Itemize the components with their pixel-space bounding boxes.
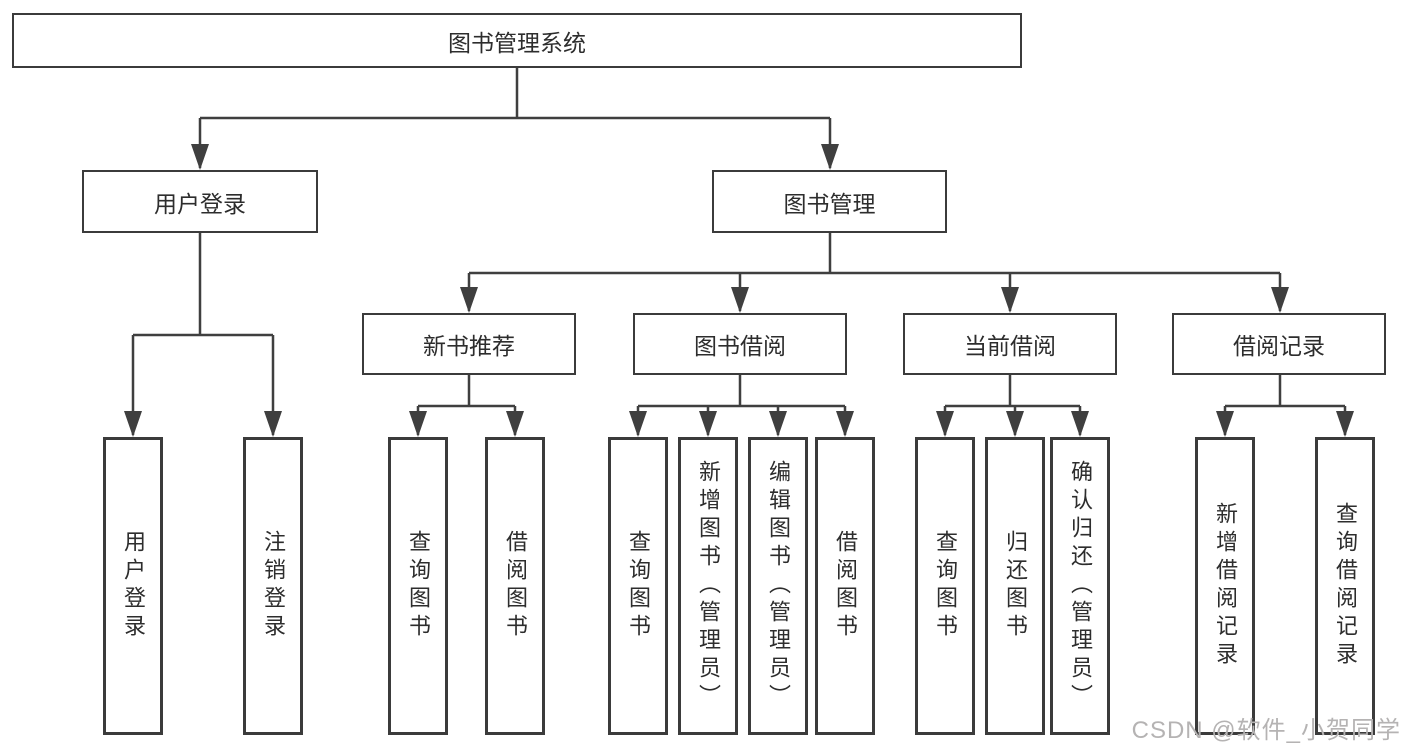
leaf-label: 查询图书 <box>626 530 651 642</box>
leaf-label: 查询借阅记录 <box>1333 502 1358 670</box>
leaf-logout: 注销登录 <box>243 437 303 735</box>
leaf-add-books-admin: 新增图书（管理员） <box>678 437 738 735</box>
leaf-return-books: 归还图书 <box>985 437 1045 735</box>
leaf-label: 编辑图书（管理员） <box>766 460 791 712</box>
node-new-book-recommendation: 新书推荐 <box>362 313 576 375</box>
leaf-confirm-return-admin: 确认归还（管理员） <box>1050 437 1110 735</box>
node-book-management: 图书管理 <box>712 170 947 233</box>
node-borrowing-records: 借阅记录 <box>1172 313 1386 375</box>
node-book-borrowing: 图书借阅 <box>633 313 847 375</box>
node-library-management-system: 图书管理系统 <box>12 13 1022 68</box>
leaf-label: 确认归还（管理员） <box>1068 460 1093 712</box>
leaf-label: 新增借阅记录 <box>1213 502 1238 670</box>
leaf-query-books-borrowing: 查询图书 <box>608 437 668 735</box>
leaf-borrow-books-borrowing: 借阅图书 <box>815 437 875 735</box>
leaf-query-borrow-record: 查询借阅记录 <box>1315 437 1375 735</box>
watermark-text: CSDN @软件_小贺同学 <box>1131 717 1401 744</box>
node-label: 新书推荐 <box>423 333 515 359</box>
leaf-query-books-recommend: 查询图书 <box>388 437 448 735</box>
node-label: 图书借阅 <box>694 333 786 359</box>
leaf-label: 查询图书 <box>933 530 958 642</box>
node-label: 借阅记录 <box>1233 333 1325 359</box>
leaf-label: 注销登录 <box>261 530 286 642</box>
node-label: 当前借阅 <box>964 333 1056 359</box>
node-current-borrowing: 当前借阅 <box>903 313 1117 375</box>
node-label: 图书管理系统 <box>448 29 586 56</box>
leaf-user-login: 用户登录 <box>103 437 163 735</box>
leaf-query-books-current: 查询图书 <box>915 437 975 735</box>
node-label: 图书管理 <box>783 190 876 217</box>
leaf-label: 用户登录 <box>121 530 146 642</box>
leaf-label: 新增图书（管理员） <box>696 460 721 712</box>
leaf-edit-books-admin: 编辑图书（管理员） <box>748 437 808 735</box>
leaf-label: 借阅图书 <box>833 530 858 642</box>
leaf-label: 查询图书 <box>406 530 431 642</box>
node-label: 用户登录 <box>154 190 246 217</box>
leaf-add-borrow-record: 新增借阅记录 <box>1195 437 1255 735</box>
leaf-label: 归还图书 <box>1003 530 1028 642</box>
leaf-label: 借阅图书 <box>503 530 528 642</box>
leaf-borrow-books-recommend: 借阅图书 <box>485 437 545 735</box>
node-user-login: 用户登录 <box>82 170 318 233</box>
